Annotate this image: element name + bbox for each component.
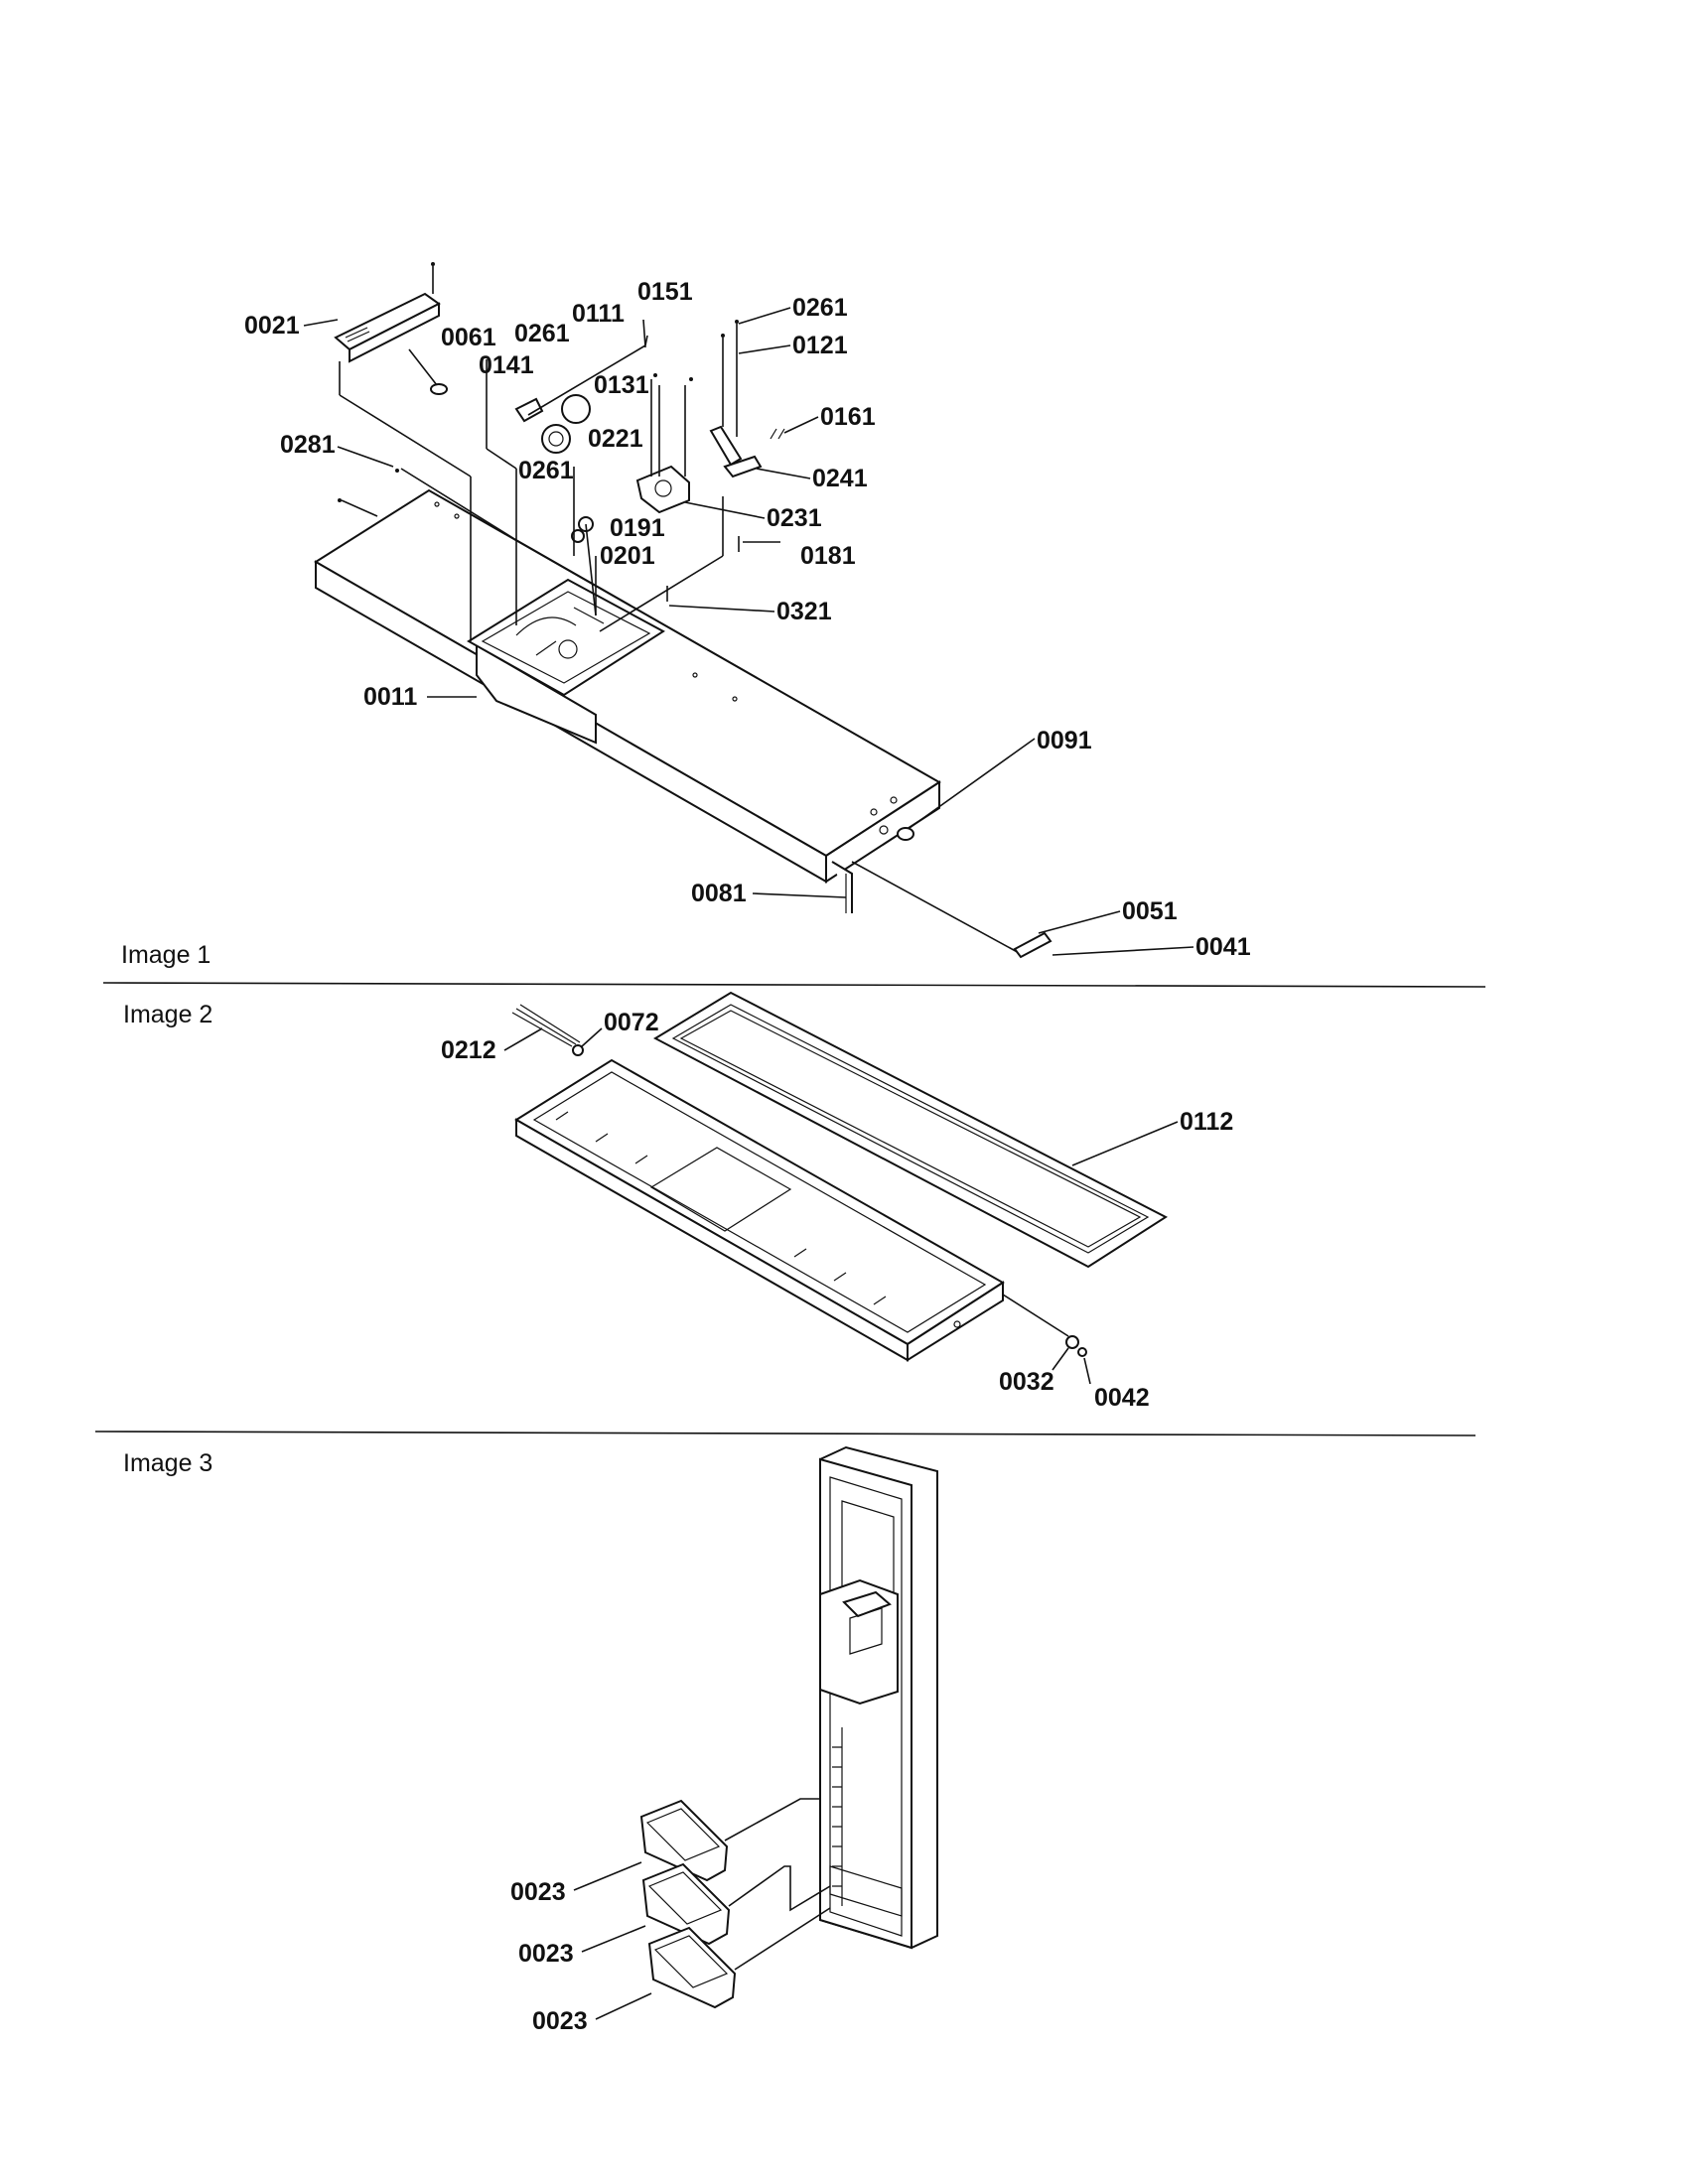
door-frame-part (514, 1058, 1005, 1362)
section-label-image-2: Image 2 (123, 1001, 212, 1028)
callout-0261-upper: 0261 (514, 320, 570, 347)
callout-0131: 0131 (594, 371, 649, 399)
callout-0212: 0212 (441, 1036, 496, 1064)
image-1-callouts: 0021 0061 0261 0111 0151 0141 0131 0221 … (244, 278, 1251, 961)
image-2-drawing (511, 991, 1168, 1362)
callout-0023-top: 0023 (510, 1878, 566, 1906)
image-3-drawing (639, 1445, 938, 2009)
callout-0051: 0051 (1122, 897, 1178, 925)
callout-0081: 0081 (691, 880, 747, 907)
callout-0231: 0231 (767, 504, 822, 532)
image-3-callouts: 0023 0023 0023 (510, 1861, 652, 2035)
door-bin-part-top (639, 1799, 729, 1882)
callout-0181: 0181 (800, 542, 856, 570)
callout-0321: 0321 (776, 598, 832, 625)
callout-0032: 0032 (999, 1368, 1054, 1396)
rod-part (831, 861, 853, 913)
callout-0041: 0041 (1195, 933, 1251, 961)
divider-2 (94, 1431, 1476, 1436)
callout-0111: 0111 (572, 300, 625, 328)
door-bin-part-middle (641, 1862, 731, 1946)
clip-part (1013, 931, 1052, 959)
trim-piece-part (334, 262, 441, 363)
callout-0281: 0281 (280, 431, 336, 459)
section-label-image-3: Image 3 (123, 1449, 212, 1477)
section-label-image-1: Image 1 (121, 941, 210, 969)
screw-part (572, 1044, 584, 1056)
gasket-part (652, 991, 1168, 1269)
plug-part (897, 827, 914, 841)
control-assembly-part (514, 320, 785, 543)
callout-0261-right: 0261 (792, 294, 848, 322)
callout-0072: 0072 (604, 1009, 659, 1036)
callout-0091: 0091 (1037, 727, 1092, 754)
top-panel-part (314, 488, 941, 884)
divider-1 (102, 982, 1486, 988)
callout-0221: 0221 (588, 425, 643, 453)
callout-0191: 0191 (610, 514, 665, 542)
image-1-drawing (314, 262, 1052, 959)
wire-part (511, 1004, 581, 1047)
bushing-part (1077, 1347, 1087, 1357)
callout-0021: 0021 (244, 312, 300, 340)
door-bin-part-bottom (647, 1926, 737, 2009)
callout-0201: 0201 (600, 542, 655, 570)
callout-0261-middle: 0261 (518, 457, 574, 484)
image-2-callouts: 0212 0072 0112 0032 0042 (441, 1009, 1233, 1412)
callout-0141: 0141 (479, 351, 534, 379)
hinge-pin-part (1065, 1335, 1079, 1349)
callout-0011: 0011 (363, 683, 417, 711)
callout-0061: 0061 (441, 324, 496, 351)
door-liner-part (819, 1445, 938, 1950)
callout-0042: 0042 (1094, 1384, 1150, 1412)
callout-0023-bottom: 0023 (532, 2007, 588, 2035)
callout-0151: 0151 (637, 278, 693, 306)
callout-0112: 0112 (1180, 1108, 1233, 1136)
callout-0023-middle: 0023 (518, 1940, 574, 1968)
callout-0241: 0241 (812, 465, 868, 492)
lamp-part (430, 383, 448, 395)
callout-0121: 0121 (792, 332, 848, 359)
callout-0161: 0161 (820, 403, 876, 431)
